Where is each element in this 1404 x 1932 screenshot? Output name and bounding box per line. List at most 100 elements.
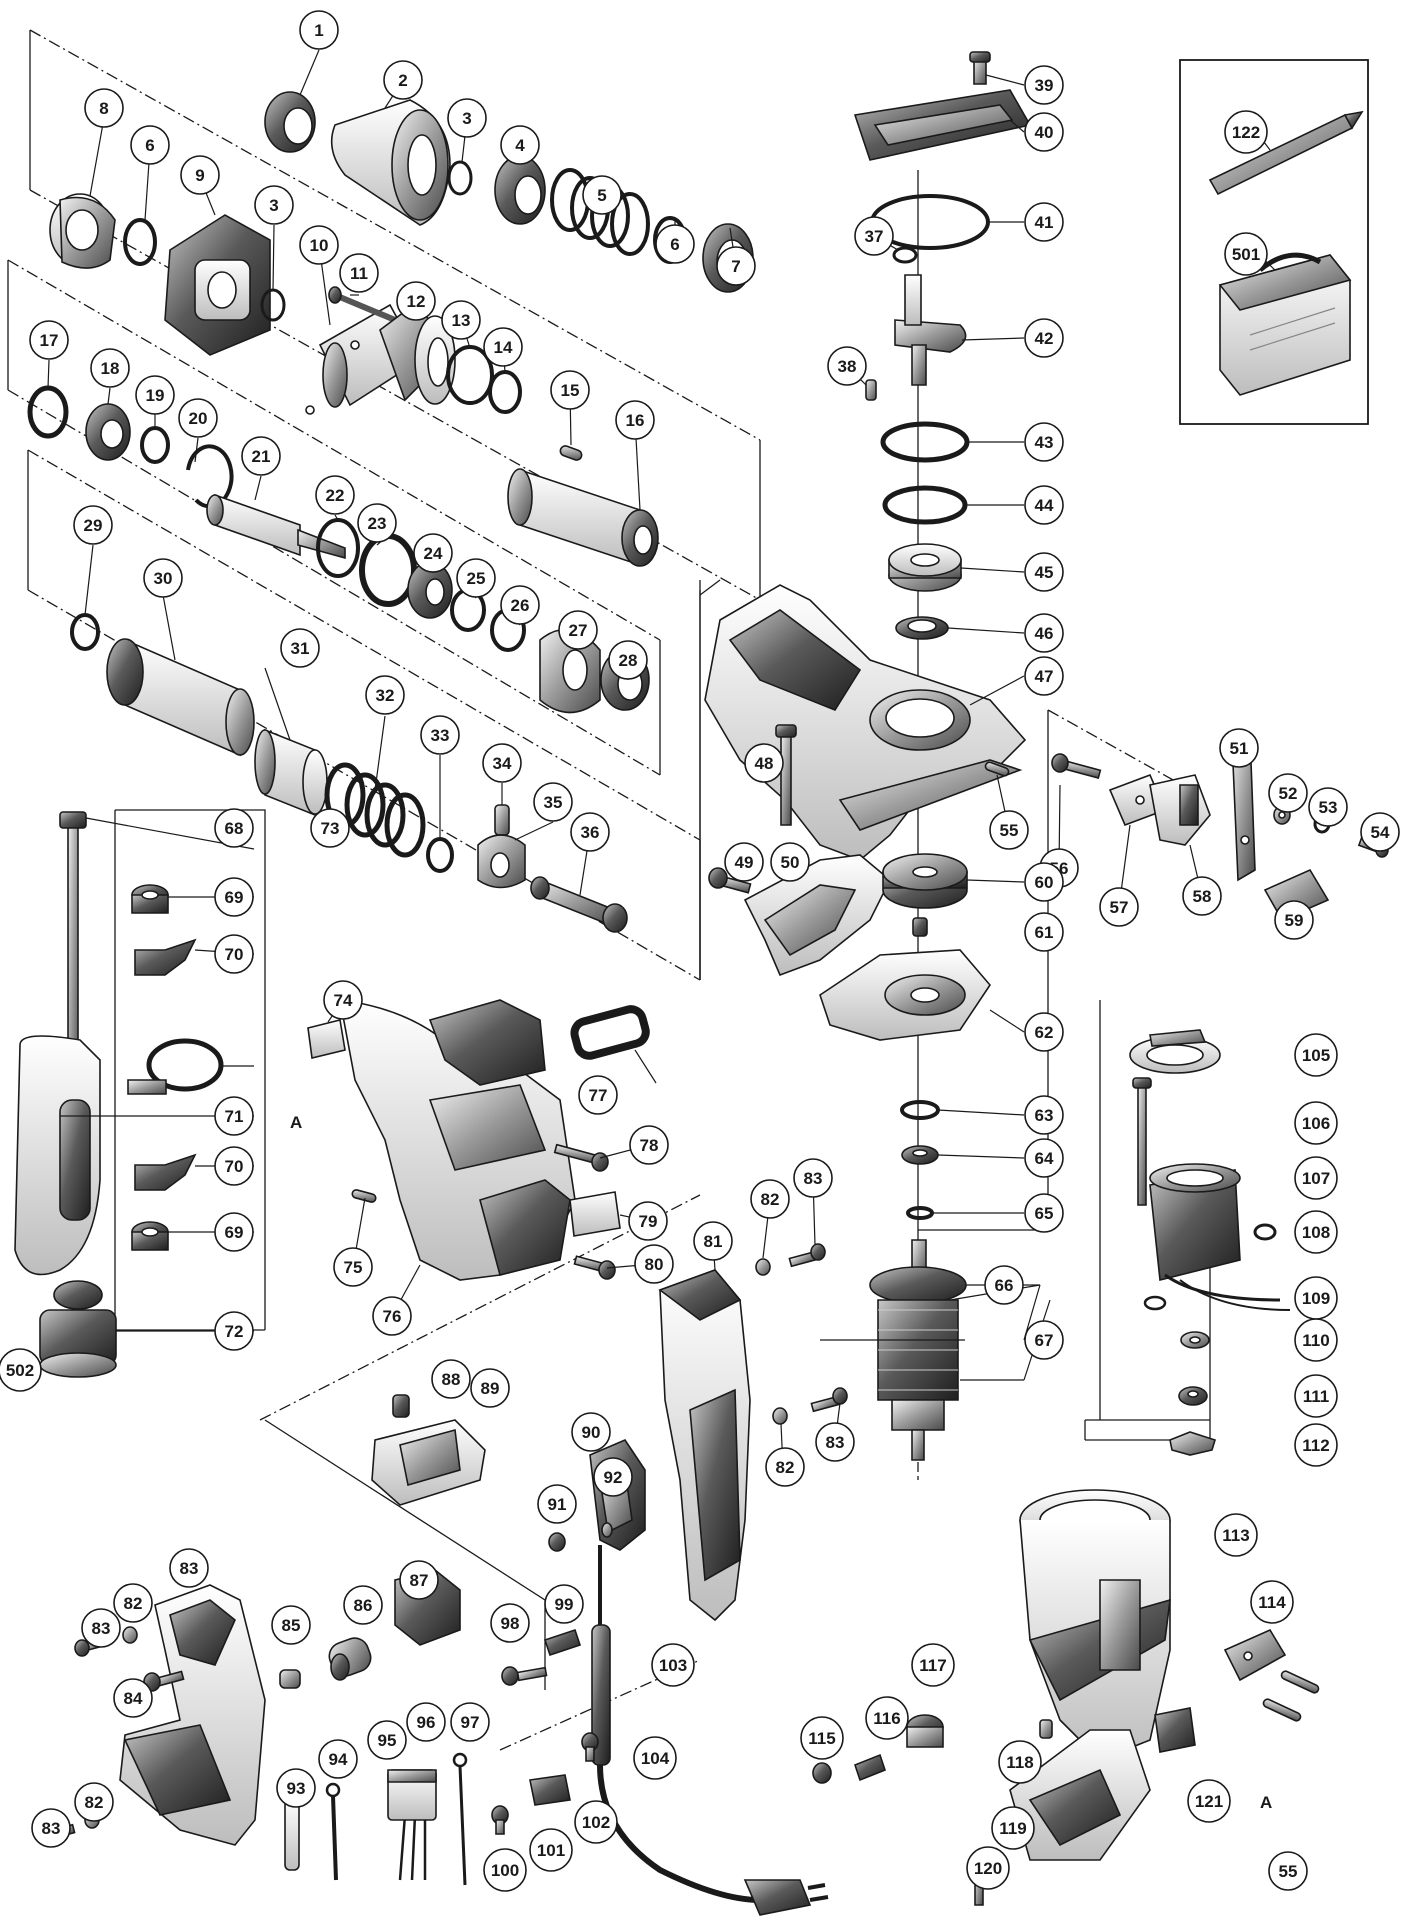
part-87-capacitor <box>325 1634 374 1680</box>
callout-55: 55 <box>1268 1851 1308 1891</box>
callout-bubble <box>1024 862 1064 902</box>
callout-number: 38 <box>838 357 857 376</box>
callout-bubble <box>533 782 573 822</box>
part-98-lead <box>454 1754 466 1885</box>
part-1-cap <box>265 92 315 152</box>
callout-bubble <box>615 400 655 440</box>
callout-106: 106 <box>1294 1101 1338 1145</box>
callout-number: 34 <box>493 754 512 773</box>
callout-number: 1 <box>314 21 323 40</box>
callout-bubble <box>529 1828 573 1872</box>
part-83-screw-b <box>811 1388 847 1411</box>
part-12-housing-flange <box>380 300 455 404</box>
part-120-bottom-cover <box>1010 1730 1150 1860</box>
callout-number: 97 <box>461 1713 480 1732</box>
callout-number: 44 <box>1035 496 1054 515</box>
callout-45: 45 <box>1024 552 1064 592</box>
callout-19: 19 <box>135 375 175 415</box>
callout-bubble <box>500 125 540 165</box>
part-99-screw <box>502 1667 546 1685</box>
callout-83: 83 <box>815 1422 855 1462</box>
callout-43: 43 <box>1024 422 1064 462</box>
callout-number: 93 <box>287 1779 306 1798</box>
callout-24: 24 <box>413 533 453 573</box>
callout-bubble <box>558 610 598 650</box>
callout-number: 31 <box>291 639 310 658</box>
callout-bubble <box>765 1447 805 1487</box>
callout-118: 118 <box>998 1740 1042 1784</box>
callout-bubble <box>81 1608 121 1648</box>
part-102-connector <box>530 1775 570 1805</box>
part-33-ring <box>428 839 452 871</box>
part-19-ring <box>142 428 168 462</box>
callout-12: 12 <box>396 281 436 321</box>
callout-bubble <box>770 842 810 882</box>
callout-number: 55 <box>1000 821 1019 840</box>
callout-bubble <box>169 1548 209 1588</box>
part-2-grip-sleeve <box>332 100 450 225</box>
callout-bubble <box>1294 1156 1338 1200</box>
callout-bubble <box>241 436 281 476</box>
callout-number: 36 <box>581 823 600 842</box>
part-71-band <box>128 1041 221 1094</box>
callout-bubble <box>1024 1095 1064 1135</box>
callout-number: 41 <box>1035 213 1054 232</box>
callout-70: 70 <box>214 1146 254 1186</box>
callout-32: 32 <box>365 675 405 715</box>
callout-bubble <box>214 1096 254 1136</box>
part-65-washer <box>908 1208 932 1218</box>
callout-bubble <box>372 1296 412 1336</box>
callout-number: 73 <box>321 819 340 838</box>
callout-number: 42 <box>1035 329 1054 348</box>
callout-109: 109 <box>1294 1276 1338 1320</box>
callout-number: 122 <box>1232 123 1260 142</box>
part-107-screw <box>1133 1078 1151 1205</box>
callout-bubble <box>214 934 254 974</box>
callout-number: 65 <box>1035 1204 1054 1223</box>
callout-bubble <box>318 1739 358 1779</box>
callout-97: 97 <box>450 1702 490 1742</box>
callout-bubble <box>482 743 522 783</box>
part-21-striker <box>207 495 345 558</box>
callout-48: 48 <box>744 743 784 783</box>
callout-38: 38 <box>827 346 867 386</box>
callout-number: 24 <box>424 544 443 563</box>
callout-number: 6 <box>670 235 679 254</box>
part-72-handle-knob <box>15 1036 116 1377</box>
callout-bubble <box>1182 876 1222 916</box>
part-89-cap <box>393 1395 409 1417</box>
part-15-key <box>559 445 583 462</box>
callout-bubble <box>1294 1210 1338 1254</box>
callout-bubble <box>571 1412 611 1452</box>
callout-bubble <box>1294 1374 1338 1418</box>
part-9-dust-cover <box>165 215 270 355</box>
callout-bubble <box>1099 887 1139 927</box>
callout-number: 14 <box>494 338 513 357</box>
callout-39: 39 <box>1024 65 1064 105</box>
callout-number: 16 <box>626 411 645 430</box>
callout-bubble <box>254 185 294 225</box>
callout-number: 68 <box>225 819 244 838</box>
callout-98: 98 <box>490 1603 530 1643</box>
callout-6: 6 <box>655 224 695 264</box>
callout-33: 33 <box>420 715 460 755</box>
callout-bubble <box>420 715 460 755</box>
callout-47: 47 <box>1024 656 1064 696</box>
callout-bubble <box>135 375 175 415</box>
callout-1: 1 <box>299 10 339 50</box>
callout-bubble <box>413 533 453 573</box>
callout-number: 17 <box>40 331 59 350</box>
part-105-power-cord <box>600 1765 828 1915</box>
callout-bubble <box>854 216 894 256</box>
callout-bubble <box>578 1075 618 1115</box>
callout-bubble <box>634 1244 674 1284</box>
part-115-plate <box>1225 1630 1285 1680</box>
callout-bubble <box>276 1768 316 1808</box>
callout-bubble <box>490 1603 530 1643</box>
callout-number: 81 <box>704 1232 723 1251</box>
callout-bubble <box>655 224 695 264</box>
part-108-stator <box>1150 1164 1240 1280</box>
callout-number: 37 <box>865 227 884 246</box>
part-27-holder <box>540 630 600 713</box>
callout-bubble <box>1308 787 1348 827</box>
